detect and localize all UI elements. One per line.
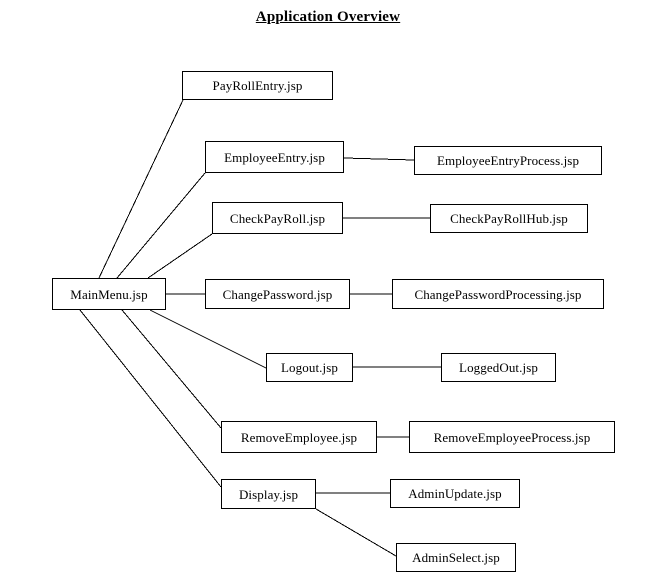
node-label-checkpayrollhub: CheckPayRollHub.jsp	[450, 211, 568, 226]
node-label-employeeentry: EmployeeEntry.jsp	[224, 149, 325, 165]
connector-mainmenu-removeemployee	[121, 309, 222, 429]
node-label-mainmenu: MainMenu.jsp	[70, 286, 148, 302]
node-payrollentry[interactable]: PayRollEntry.jsp	[182, 71, 333, 100]
node-label-removeemployeeprocess: RemoveEmployeeProcess.jsp	[433, 429, 591, 445]
node-label-checkpayroll: CheckPayRoll.jsp	[229, 210, 326, 226]
node-label-changepasswordprocessing: ChangePasswordProcessing.jsp	[414, 286, 582, 302]
node-removeemployee[interactable]: RemoveEmployee.jsp	[221, 421, 377, 453]
node-display[interactable]: Display.jsp	[221, 479, 316, 509]
node-adminupdate[interactable]: AdminUpdate.jsp	[390, 479, 520, 508]
node-adminselect[interactable]: AdminSelect.jsp	[396, 543, 516, 572]
node-label-payrollentry: PayRollEntry.jsp	[212, 78, 303, 93]
connector-mainmenu-logout	[149, 309, 267, 369]
node-label-display: Display.jsp	[238, 486, 299, 502]
connector-mainmenu-payrollentry	[98, 99, 184, 279]
node-changepassword[interactable]: ChangePassword.jsp	[205, 279, 350, 309]
node-employeeentry[interactable]: EmployeeEntry.jsp	[205, 141, 344, 173]
node-label-adminselect: AdminSelect.jsp	[412, 550, 500, 565]
node-label-changepassword: ChangePassword.jsp	[222, 286, 333, 302]
node-employeeentryprocess[interactable]: EmployeeEntryProcess.jsp	[414, 146, 602, 175]
node-checkpayroll[interactable]: CheckPayRoll.jsp	[212, 202, 343, 234]
node-logout[interactable]: Logout.jsp	[266, 353, 353, 382]
node-label-removeemployee: RemoveEmployee.jsp	[240, 429, 358, 445]
node-mainmenu[interactable]: MainMenu.jsp	[52, 278, 166, 310]
connector-employeeentry-employeeentryprocess	[343, 157, 415, 161]
connector-display-adminselect	[315, 508, 397, 557]
node-label-adminupdate: AdminUpdate.jsp	[408, 486, 502, 501]
page-title: Application Overview	[255, 9, 401, 25]
node-changepasswordprocessing[interactable]: ChangePasswordProcessing.jsp	[392, 279, 604, 309]
node-label-employeeentryprocess: EmployeeEntryProcess.jsp	[436, 153, 580, 168]
node-label-logout: Logout.jsp	[281, 360, 338, 375]
node-loggedout[interactable]: LoggedOut.jsp	[441, 353, 556, 382]
connector-mainmenu-employeeentry	[116, 172, 206, 279]
node-removeemployeeprocess[interactable]: RemoveEmployeeProcess.jsp	[409, 421, 615, 453]
node-checkpayrollhub[interactable]: CheckPayRollHub.jsp	[430, 204, 588, 233]
connector-mainmenu-display	[79, 309, 222, 488]
connector-mainmenu-checkpayroll	[147, 233, 213, 279]
node-label-loggedout: LoggedOut.jsp	[459, 360, 538, 375]
